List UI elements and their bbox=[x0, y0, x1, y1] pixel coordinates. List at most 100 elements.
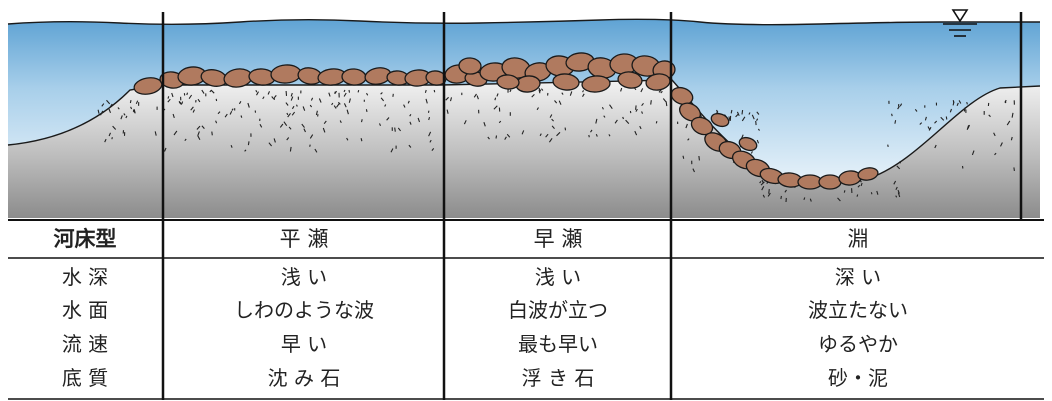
sediment-dash bbox=[273, 95, 277, 99]
sediment-dash bbox=[315, 110, 318, 116]
sediment-dash bbox=[897, 105, 900, 110]
sediment-dash bbox=[934, 144, 937, 149]
sediment-dash bbox=[154, 131, 157, 136]
sediment-dash bbox=[167, 98, 171, 103]
water-level-triangle-icon bbox=[943, 9, 977, 37]
sediment-dash bbox=[751, 114, 755, 120]
sediment-dash bbox=[238, 101, 242, 105]
stone bbox=[496, 74, 520, 90]
sediment-dash bbox=[378, 123, 382, 127]
row-label-velocity: 流 速 bbox=[61, 332, 109, 356]
sediment-dash bbox=[966, 101, 968, 105]
sediment-dash bbox=[339, 120, 342, 124]
sediment-dash bbox=[407, 100, 410, 104]
sediment-dash bbox=[129, 99, 132, 104]
sediment-dash bbox=[625, 119, 630, 124]
sediment-dash bbox=[662, 98, 667, 103]
sediment-dash bbox=[843, 190, 846, 193]
sediment-dash bbox=[509, 89, 512, 93]
sediment-dash bbox=[756, 118, 759, 121]
stone bbox=[738, 136, 758, 152]
sediment-dash bbox=[897, 189, 900, 194]
sediment-dash bbox=[409, 114, 412, 117]
sediment-dash bbox=[291, 105, 295, 110]
sediment-dash bbox=[761, 185, 765, 191]
sediment-dash bbox=[256, 91, 259, 96]
sediment-dash bbox=[125, 115, 128, 119]
sediment-dash bbox=[109, 103, 113, 108]
sediment-dash bbox=[761, 179, 764, 184]
stone bbox=[425, 70, 447, 86]
sediment-dash bbox=[620, 87, 623, 92]
sediment-dash bbox=[551, 118, 554, 122]
sediment-dash bbox=[279, 123, 284, 128]
sediment-dash bbox=[343, 103, 347, 108]
sediment-dash bbox=[1004, 100, 1007, 104]
sediment-dash bbox=[173, 130, 178, 136]
sediment-dash bbox=[767, 192, 771, 197]
sediment-dash bbox=[365, 109, 368, 113]
sediment-dash bbox=[894, 120, 897, 124]
sediment-dash bbox=[949, 108, 953, 113]
sediment-dash bbox=[408, 144, 412, 148]
sediment-dash bbox=[433, 89, 436, 93]
sediment-dash bbox=[956, 102, 959, 107]
stone bbox=[581, 75, 611, 93]
sediment-dash bbox=[495, 135, 498, 139]
sediment-dash bbox=[757, 128, 760, 131]
sediment-dash bbox=[756, 111, 760, 115]
sediment-dash bbox=[538, 87, 542, 92]
sediment-dash bbox=[178, 100, 182, 104]
sediment-dash bbox=[531, 94, 535, 98]
row-label-depth: 水 深 bbox=[61, 265, 109, 289]
sediment-dash bbox=[192, 109, 195, 113]
sediment-dash bbox=[803, 197, 806, 200]
sediment-dash bbox=[608, 134, 611, 137]
stone bbox=[617, 71, 643, 89]
sediment-dash bbox=[224, 113, 228, 118]
sediment-dash bbox=[895, 195, 898, 198]
header-label: 河床型 bbox=[53, 227, 117, 251]
sediment-dash bbox=[582, 93, 585, 97]
sediment-dash bbox=[759, 181, 762, 184]
sediment-dash bbox=[267, 91, 271, 95]
sediment-dash bbox=[762, 194, 765, 198]
sediment-dash bbox=[928, 126, 932, 131]
sediment-dash bbox=[655, 121, 658, 124]
sediment-dash bbox=[590, 129, 593, 133]
sediment-dash bbox=[639, 125, 642, 130]
sediment-dash bbox=[857, 184, 861, 188]
sediment-dash bbox=[634, 130, 638, 136]
sediment-dash bbox=[409, 121, 412, 125]
sediment-dash bbox=[1010, 136, 1013, 141]
sediment-dash bbox=[390, 148, 394, 153]
sediment-dash bbox=[1013, 167, 1015, 171]
sediment-dash bbox=[967, 124, 971, 129]
sediment-dash bbox=[286, 137, 290, 141]
sediment-dash bbox=[210, 89, 215, 94]
sediment-dash bbox=[1000, 142, 1003, 147]
sediment-dash bbox=[101, 103, 105, 107]
sediment-dash bbox=[201, 125, 205, 129]
cell-surface-hayase: 白波が立つ bbox=[508, 298, 608, 322]
sediment-dash bbox=[328, 92, 331, 97]
sediment-dash bbox=[112, 125, 117, 130]
sediment-dash bbox=[445, 96, 449, 101]
sediment-dash bbox=[635, 108, 638, 112]
sediment-dash bbox=[100, 110, 104, 116]
stone bbox=[690, 116, 714, 136]
sediment-dash bbox=[538, 89, 541, 94]
sediment-dash bbox=[860, 182, 863, 187]
sediment-dash bbox=[809, 198, 812, 202]
sediment-dash bbox=[366, 92, 369, 96]
header-column-hayase: 早 瀬 bbox=[533, 227, 583, 251]
header-column-fuchi: 淵 bbox=[847, 227, 869, 251]
sediment-dash bbox=[614, 119, 618, 124]
sediment-dash bbox=[394, 127, 396, 132]
stones-layer bbox=[133, 52, 879, 190]
water-surface bbox=[7, 18, 1040, 26]
sediment-dash bbox=[133, 109, 136, 114]
sediment-dash bbox=[994, 152, 997, 156]
sediment-dash bbox=[687, 138, 690, 141]
sediment-dash bbox=[343, 89, 346, 93]
